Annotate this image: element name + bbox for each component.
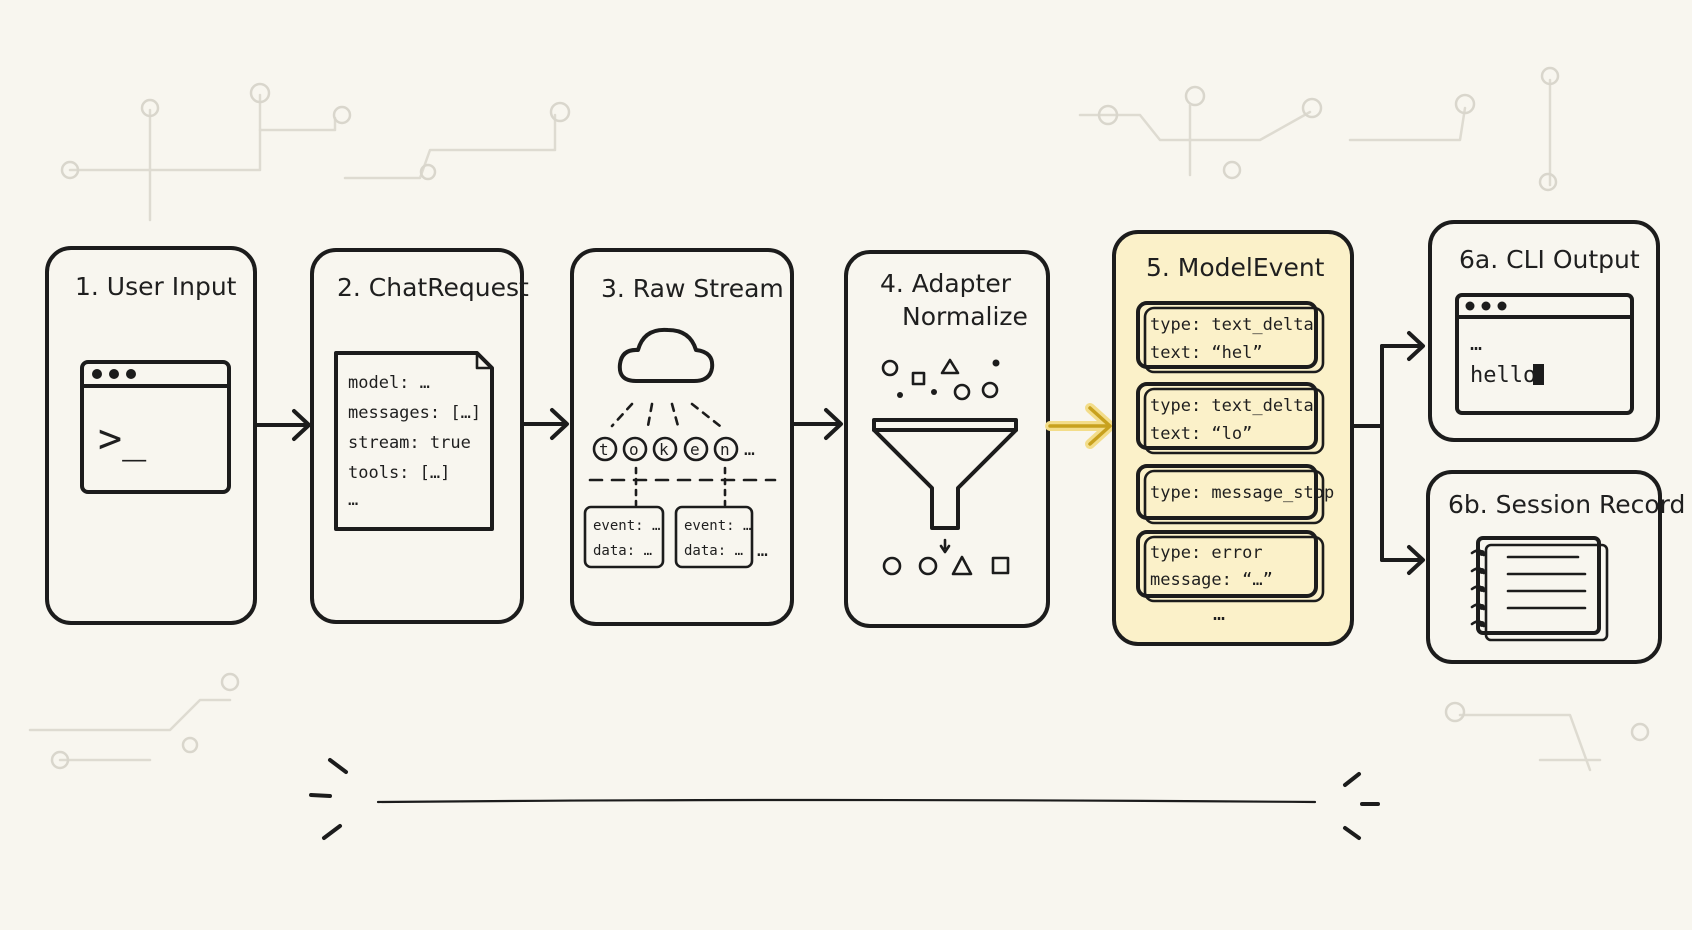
cloud-icon xyxy=(617,327,715,383)
terminal-prompt: >_ xyxy=(98,416,147,462)
stream-dashes xyxy=(610,402,722,428)
sse-frame: event: … data: … xyxy=(674,505,754,569)
cli-output-text: hello xyxy=(1470,363,1536,388)
arrow-1-2 xyxy=(255,409,311,441)
scattered-shapes xyxy=(881,358,1000,401)
step-title: 2. ChatRequest xyxy=(337,273,529,302)
svg-text:type: text_delta: type: text_delta xyxy=(1150,396,1314,416)
step-adapter-normalize: 4. Adapter Normalize xyxy=(844,250,1050,628)
event-card-error: type: error message: “…” xyxy=(1136,530,1325,603)
step-chat-request: 2. ChatRequest model: … messages: […] st… xyxy=(310,248,529,624)
request-line: stream: true xyxy=(348,433,471,453)
svg-text:message: “…”: message: “…” xyxy=(1150,570,1273,590)
step-cli-output: 6a. CLI Output … hello xyxy=(1428,220,1660,442)
document-icon xyxy=(334,351,494,531)
circuit-background xyxy=(28,66,1650,772)
funnel-icon xyxy=(872,418,1018,530)
event-card: type: text_delta text: “hel” xyxy=(1136,301,1325,374)
step-title: 6a. CLI Output xyxy=(1459,245,1640,274)
arrow-branch xyxy=(1352,331,1425,575)
frame-more: … xyxy=(757,540,768,561)
notebook-icon xyxy=(1470,536,1609,642)
token-char: k xyxy=(659,440,669,459)
token-more: … xyxy=(744,439,755,460)
step-title: Normalize xyxy=(902,302,1028,331)
step-raw-stream: 3. Raw Stream t o k e n … event: … data:… xyxy=(570,248,794,626)
svg-text:event: …: event: … xyxy=(684,518,751,534)
event-card: type: message_stop xyxy=(1136,464,1334,525)
event-card: type: text_delta text: “lo” xyxy=(1136,382,1325,455)
request-line: model: … xyxy=(348,373,430,393)
step-session-record: 6b. Session Record xyxy=(1426,470,1685,664)
step-title: 5. ModelEvent xyxy=(1146,253,1325,282)
svg-text:type: message_stop: type: message_stop xyxy=(1150,483,1334,503)
token-char: t xyxy=(599,440,609,459)
step-user-input: 1. User Input >_ xyxy=(45,246,257,625)
token-char: o xyxy=(629,440,639,459)
svg-text:data: …: data: … xyxy=(684,543,743,559)
arrow-4-5-highlight xyxy=(1045,403,1115,449)
sse-frame: event: … data: … xyxy=(583,505,665,569)
request-line: tools: […] xyxy=(348,463,450,483)
terminal-window-icon xyxy=(80,360,231,494)
step-title: 4. Adapter xyxy=(880,269,1012,298)
svg-text:type: error: type: error xyxy=(1150,543,1263,563)
token-char: e xyxy=(690,440,700,459)
arrow-3-4 xyxy=(792,408,843,440)
svg-text:text: “hel”: text: “hel” xyxy=(1150,343,1263,363)
token-circles xyxy=(592,436,739,462)
arrow-2-3 xyxy=(522,408,569,440)
terminal-window-icon xyxy=(1455,293,1634,415)
step-title: 6b. Session Record xyxy=(1448,490,1685,519)
svg-text:data: …: data: … xyxy=(593,543,652,559)
svg-text:event: …: event: … xyxy=(593,518,660,534)
request-line: … xyxy=(348,490,358,510)
normalized-shapes xyxy=(882,555,1010,576)
token-char: n xyxy=(720,440,730,459)
svg-text:type: text_delta: type: text_delta xyxy=(1150,315,1314,335)
caption-underline xyxy=(309,758,1380,840)
svg-text:text: “lo”: text: “lo” xyxy=(1150,424,1252,444)
cursor-block xyxy=(1533,364,1544,385)
event-more: … xyxy=(1213,601,1225,625)
step-title: 3. Raw Stream xyxy=(601,274,784,303)
step-model-event: 5. ModelEvent type: text_delta text: “he… xyxy=(1112,230,1354,646)
cli-line: … xyxy=(1470,331,1482,355)
request-line: messages: […] xyxy=(348,403,481,423)
step-title: 1. User Input xyxy=(75,272,237,301)
